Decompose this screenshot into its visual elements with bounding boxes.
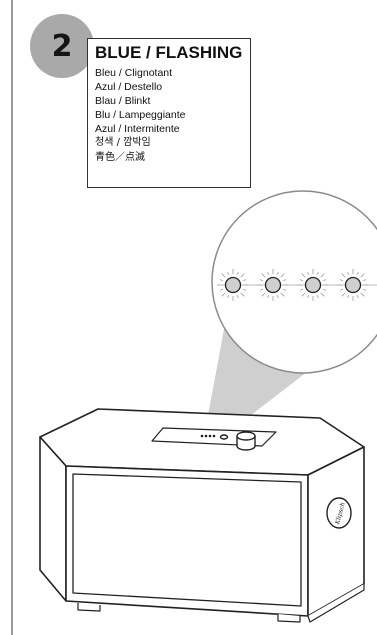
- led-flash-rays: [297, 269, 329, 301]
- status-line-ko: 청색 / 깜박임: [95, 137, 151, 149]
- status-line-ja: 青色／点滅: [95, 151, 145, 163]
- led-light: [264, 276, 282, 294]
- led-flash-rays: [217, 269, 249, 301]
- volume-knob: [219, 431, 256, 451]
- led-flash-rays: [257, 269, 289, 301]
- status-label-box: BLUE / FLASHING Bleu / Clignotant Azul /…: [87, 38, 251, 188]
- step-number-badge: 2: [30, 14, 94, 78]
- led-light: [304, 276, 322, 294]
- status-title: BLUE / FLASHING: [95, 43, 243, 62]
- status-line-pt: Azul / Intermitente: [95, 123, 180, 136]
- speaker-led-dots: [200, 434, 216, 438]
- step-number: 2: [51, 28, 73, 64]
- led-flash-rays: [337, 269, 369, 301]
- status-line-de: Blau / Blinkt: [95, 95, 151, 108]
- led-light: [344, 276, 362, 294]
- status-line-es: Azul / Destello: [95, 81, 163, 94]
- status-line-it: Blu / Lampeggiante: [95, 109, 186, 122]
- led-row: [217, 269, 377, 301]
- klipsch-logo-badge: Klipsch: [326, 497, 352, 529]
- speaker-body: [39, 408, 365, 623]
- magnifier-circle: [211, 190, 377, 374]
- status-line-fr: Bleu / Clignotant: [95, 67, 173, 79]
- page-margin-rule: [11, 0, 13, 635]
- led-light: [224, 276, 242, 294]
